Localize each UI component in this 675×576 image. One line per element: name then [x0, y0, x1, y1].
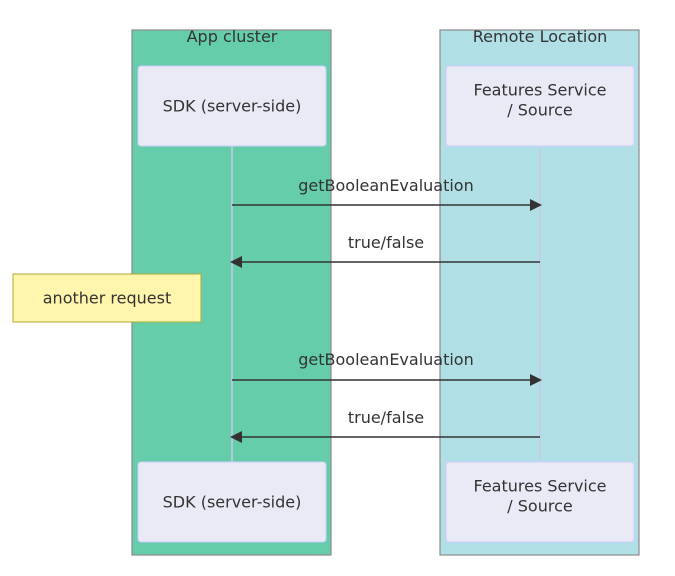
message-2-label: true/false: [348, 233, 424, 252]
actor-features-bottom-label-line2: / Source: [507, 497, 572, 516]
actor-sdk-bottom-label: SDK (server-side): [163, 493, 302, 512]
message-1: getBooleanEvaluation: [232, 176, 542, 211]
group-app-cluster-label: App cluster: [187, 27, 278, 46]
actor-features-top-label-line2: / Source: [507, 101, 572, 120]
actor-sdk-bottom-box[interactable]: [137, 461, 327, 543]
message-4: true/false: [230, 408, 540, 443]
actor-sdk-top[interactable]: SDK (server-side): [137, 65, 327, 147]
actor-features-bottom[interactable]: Features Service / Source: [445, 461, 635, 543]
actor-sdk-top-box[interactable]: [137, 65, 327, 147]
message-1-label: getBooleanEvaluation: [298, 176, 473, 195]
message-3: getBooleanEvaluation: [232, 350, 542, 386]
note-another-request: another request: [12, 273, 202, 323]
actor-features-bottom-box[interactable]: [445, 461, 635, 543]
actor-features-top-label-line1: Features Service: [473, 81, 606, 100]
note-text: another request: [43, 289, 171, 308]
actor-features-bottom-label-line1: Features Service: [473, 477, 606, 496]
message-4-label: true/false: [348, 408, 424, 427]
message-2: true/false: [230, 233, 540, 268]
actor-features-top-box[interactable]: [445, 65, 635, 147]
actor-features-top[interactable]: Features Service / Source: [445, 65, 635, 147]
actor-sdk-top-label: SDK (server-side): [163, 97, 302, 116]
message-3-label: getBooleanEvaluation: [298, 350, 473, 369]
actor-sdk-bottom[interactable]: SDK (server-side): [137, 461, 327, 543]
group-remote-location-label: Remote Location: [473, 27, 608, 46]
note-box: [12, 273, 202, 323]
